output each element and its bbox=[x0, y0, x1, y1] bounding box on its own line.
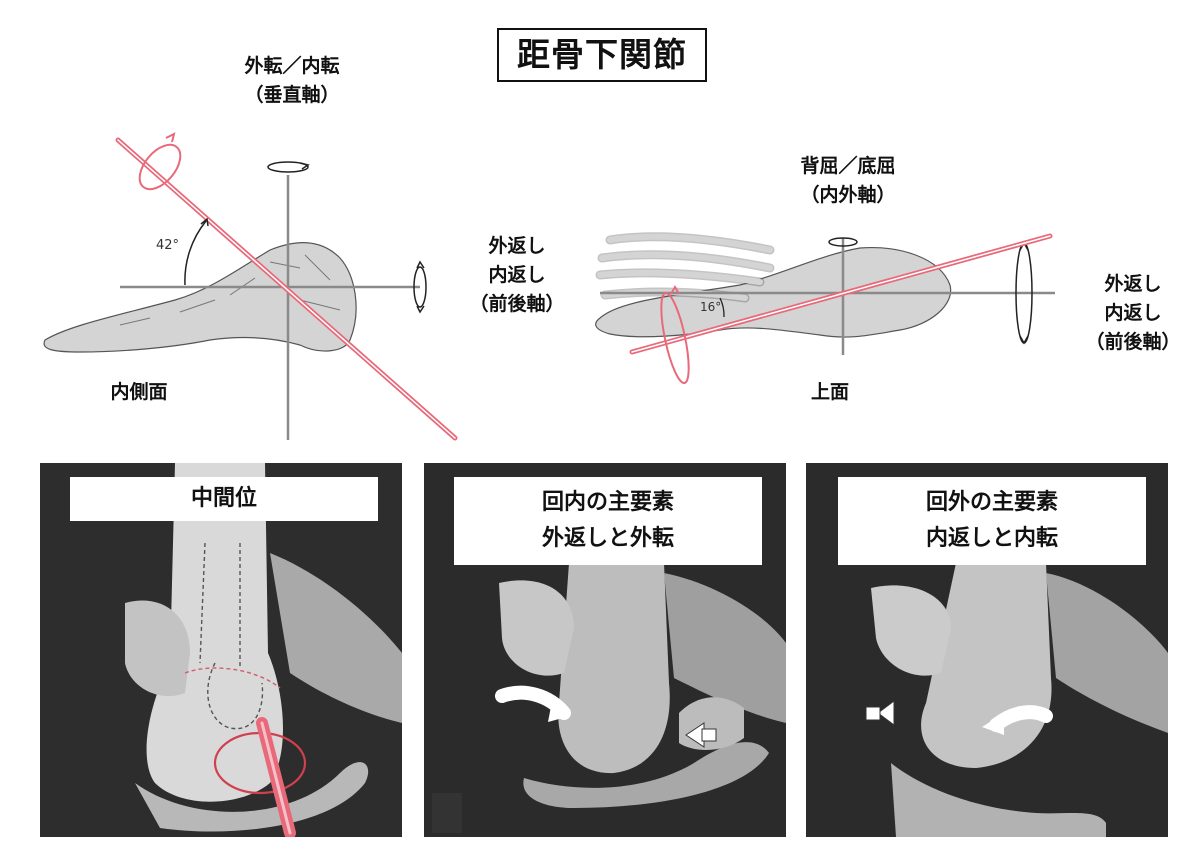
ap-axis-label-medial: 外返し 内返し （前後軸） bbox=[469, 235, 565, 315]
photo-panel-pronation: 回内の主要素 外返しと外転 bbox=[424, 463, 786, 837]
vertical-axis-label: 外転／内転 （垂直軸） bbox=[244, 55, 340, 106]
panel-caption-supination: 回外の主要素 内返しと内転 bbox=[838, 477, 1146, 565]
ap-axis-label-superior: 外返し 内返し （前後軸） bbox=[1085, 273, 1181, 353]
vertical-axis-rotation-arrow bbox=[267, 161, 309, 173]
angle-arc-42 bbox=[184, 220, 207, 286]
superior-view-label: 上面 bbox=[810, 381, 849, 403]
neutral-photo-illustration bbox=[40, 463, 402, 837]
angle-arc-16 bbox=[719, 297, 725, 318]
page-title: 距骨下関節 bbox=[497, 28, 707, 82]
angle-label-42: 42° bbox=[156, 238, 180, 253]
photo-panel-supination: 回外の主要素 内返しと内転 bbox=[806, 463, 1168, 837]
ap-axis-rotation-arrow-medial bbox=[413, 266, 427, 308]
angle-label-16: 16° bbox=[700, 300, 722, 314]
oblique-axis-rotation-arrow-medial bbox=[138, 143, 182, 191]
panel-caption-neutral: 中間位 bbox=[70, 477, 378, 521]
superior-view-foot bbox=[595, 232, 952, 338]
photo-panel-neutral: 中間位 bbox=[40, 463, 402, 837]
panel-caption-pronation: 回内の主要素 外返しと外転 bbox=[454, 477, 762, 565]
oblique-axis-rotation-arrow-superior bbox=[660, 291, 690, 385]
medial-view-foot bbox=[43, 242, 357, 353]
ml-axis-label: 背屈／底屈 （内外軸） bbox=[800, 155, 896, 206]
medial-view-label: 内側面 bbox=[110, 381, 168, 403]
subtalar-axis-diagrams bbox=[43, 132, 1055, 441]
ml-axis-rotation-arrow bbox=[828, 237, 858, 247]
